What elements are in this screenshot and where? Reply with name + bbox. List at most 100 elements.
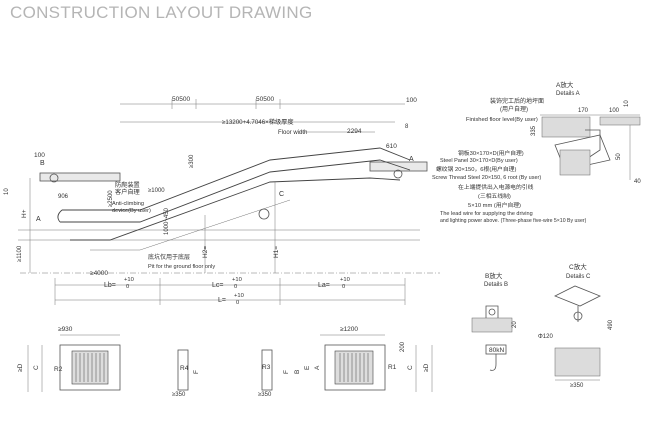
load-label: 80kN (489, 347, 504, 354)
anti-climb-en2: device(By user) (112, 208, 151, 214)
steel-panel-cn: 钢板30×170×D(用户自理) (458, 149, 524, 157)
label-lb: Lb= (104, 282, 116, 289)
lower-support-point (49, 173, 59, 183)
dim-2294: 2294 (347, 128, 362, 135)
detail-a-title-cn: A放大 (556, 80, 574, 89)
dim-1200: ≥1200 (340, 326, 358, 333)
screw-cn: 螺纹钢 20×150，6根(用户自理) (436, 165, 516, 173)
dim-1100: ≥1100 (17, 245, 23, 262)
dim-10-left: 10 (4, 188, 10, 195)
screw-en: Screw Thread Steel 20×150, 6 root (By us… (432, 175, 541, 181)
label-la: La= (318, 282, 330, 289)
dim-610: 610 (386, 143, 397, 150)
steel-panel-en: Steel Panel 30×170×D(By user) (440, 158, 518, 164)
detail-a-title-en: Details A (556, 91, 580, 97)
label-l: L= (218, 297, 226, 304)
label-a-plan: A (314, 365, 321, 370)
tol-plus-la: +10 (340, 277, 350, 283)
finished-floor-cn: 装饰完工后的地坪面 (490, 97, 544, 105)
dim-350-b: ≥350 (258, 392, 272, 398)
dim-100-left: 100 (34, 152, 45, 159)
dim-4000: ≥4000 (90, 270, 108, 277)
detail-b-block (471, 317, 513, 333)
dim-2500: ≥2500 (108, 190, 114, 207)
tol-plus-lb: +10 (124, 277, 134, 283)
dim-490-c: 490 (608, 319, 614, 330)
label-f2: F (283, 370, 290, 374)
intermediate-support (258, 208, 270, 220)
lead-en2: and lighting power above. (Three-phase f… (440, 218, 587, 224)
dim-906: 906 (58, 194, 69, 200)
handrail-lower (60, 159, 411, 223)
detail-c-block (554, 347, 601, 377)
lower-floor-slab (39, 172, 121, 182)
dim-50-a: 50 (616, 153, 622, 160)
label-b-plan: B (294, 370, 301, 374)
lead-en: The lead wire for supplying the driving (440, 211, 533, 217)
tol-zero-la: 0 (342, 284, 345, 290)
dim-100-top: 100 (406, 97, 417, 104)
pit-en: Pit for the ground floor only (148, 264, 215, 270)
label-a-right: A (409, 156, 414, 163)
detail-b: B放大 Details B 20 (471, 271, 518, 333)
finished-floor-cn2: (用户自理) (500, 105, 528, 113)
dim-300: ≥300 (189, 154, 195, 168)
section-r4 (177, 349, 189, 391)
detail-c-title-en: Details C (566, 274, 591, 280)
dim-40-a: 40 (634, 179, 641, 185)
dim-50500-right: 50500 (256, 96, 274, 103)
tol-plus-l: +10 (234, 293, 244, 299)
floor-width-label: Floor width (278, 130, 307, 136)
dim-8: 8 (405, 124, 409, 130)
tol-zero-lc: 0 (234, 284, 237, 290)
label-c-right: C (407, 365, 414, 370)
detail-a: A放大 Details A 装饰完工后的地坪面 (用户自理) Finished … (432, 80, 641, 224)
plan-views: ≥930 ≥1200 200 R2 C ≥D R4 F ≥350 (17, 326, 433, 398)
upper-landing-plan (324, 344, 386, 391)
label-r3: R3 (262, 364, 271, 371)
finished-floor-en: Finished floor level(By user) (466, 117, 538, 123)
dim-350-c: ≥350 (570, 383, 584, 389)
label-d-right: ≥D (423, 363, 430, 372)
formula-top: ≥13200+4.7046×梯级厚度 (222, 118, 294, 126)
label-c-left: C (33, 365, 40, 370)
pit-cn: 底坑仅用于底层 (148, 253, 190, 261)
anti-climb-en: Anti-climbing (112, 201, 144, 207)
detail-b-title-cn: B放大 (485, 271, 503, 280)
page-title: CONSTRUCTION LAYOUT DRAWING (10, 3, 313, 22)
tol-zero-l: 0 (236, 300, 239, 306)
anti-climb-cn: 防爬装置 (115, 181, 140, 189)
detail-c: C放大 Details C Φ120 80kN 490 ≥350 (485, 262, 614, 389)
label-lc: Lc= (212, 282, 223, 289)
label-a-left: A (36, 216, 41, 223)
label-h2: H2= (202, 246, 209, 258)
lead-cn2: (三相五线制) (478, 192, 511, 200)
label-r2: R2 (54, 366, 63, 373)
dim-10-a: 10 (624, 100, 630, 107)
anti-climb-cn2: 客户自理 (115, 188, 140, 196)
label-r1: R1 (388, 364, 397, 371)
label-h-plus: H+ (21, 209, 28, 218)
detail-a-concrete (541, 116, 591, 138)
dim-335-a: 335 (531, 125, 537, 136)
lead-cn: 在上端提供出入电源电的引线 (458, 183, 534, 191)
label-f1: F (193, 370, 200, 374)
label-d-left: ≥D (17, 363, 24, 372)
detail-a-wall (559, 149, 591, 176)
label-e-plan: E (304, 365, 311, 370)
dim-1000-450: 1000~450 (164, 207, 170, 235)
detail-c-title-cn: C放大 (569, 262, 587, 271)
dim-200: 200 (400, 341, 406, 352)
dim-170-a: 170 (578, 108, 589, 114)
dim-100-a: 100 (609, 108, 620, 114)
dim-50500-left: 50500 (172, 96, 190, 103)
lead-spec: 5×10 mm (用户自理) (468, 201, 521, 209)
label-r4: R4 (180, 365, 189, 372)
detail-b-title-en: Details B (484, 282, 508, 288)
dim-120-c: Φ120 (538, 334, 553, 340)
label-h1: H1= (273, 246, 280, 258)
dim-930: ≥930 (58, 326, 73, 333)
section-r3 (261, 349, 273, 391)
